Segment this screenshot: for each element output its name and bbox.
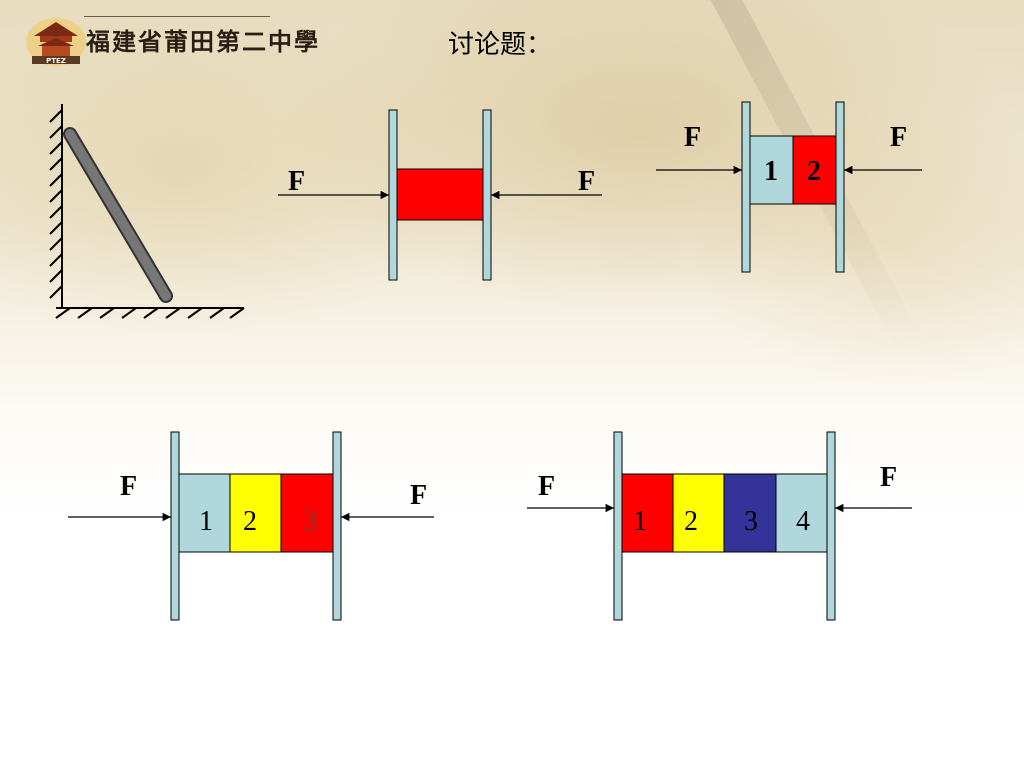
right-plate — [482, 109, 492, 281]
left-plate — [170, 431, 180, 621]
figure-three-blocks: 1 2 3 F F — [68, 431, 434, 621]
leaning-rod — [65, 129, 171, 301]
block-label-3: 3 — [744, 506, 758, 537]
right-plate — [835, 101, 845, 273]
force-label-left: F — [538, 471, 555, 502]
block-label-2: 2 — [807, 156, 821, 187]
force-label-left: F — [684, 122, 701, 153]
left-plate — [388, 109, 398, 281]
block-2 — [792, 135, 837, 205]
block-label-1: 1 — [199, 506, 213, 537]
floor-hatching — [55, 307, 245, 319]
logo-abbrev: PTEZ — [46, 57, 66, 65]
force-label-left: F — [288, 166, 305, 197]
block-4 — [775, 473, 828, 553]
block-2 — [672, 473, 725, 553]
wall-hatching — [49, 109, 63, 299]
block-label-2: 2 — [684, 506, 698, 537]
block-label-1: 1 — [633, 506, 647, 537]
logo-rule — [84, 16, 270, 17]
figure-leaning-rod — [49, 104, 245, 319]
force-label-left: F — [120, 471, 137, 502]
page-title: 讨论题： — [448, 30, 553, 60]
block-3 — [280, 473, 334, 553]
force-label-right: F — [410, 480, 427, 511]
figure-two-blocks: 1 2 F F — [656, 101, 922, 273]
left-plate — [741, 101, 751, 273]
force-label-right: F — [578, 166, 595, 197]
figure-single-block: F F — [278, 109, 602, 281]
right-plate — [332, 431, 342, 621]
block-label-4: 4 — [796, 506, 810, 537]
force-label-right: F — [890, 122, 907, 153]
right-plate — [826, 431, 836, 621]
block-3 — [723, 473, 777, 553]
school-logo: PTEZ — [22, 12, 322, 68]
block-label-1: 1 — [764, 156, 778, 187]
block-label-2: 2 — [243, 506, 257, 537]
left-plate — [613, 431, 623, 621]
pagoda-logo-icon: PTEZ — [26, 18, 86, 66]
block-label-3: 3 — [303, 506, 317, 537]
school-name: 福建省莆田第二中學 — [86, 27, 320, 56]
figure-four-blocks: 1 2 3 4 F F — [527, 431, 912, 621]
force-label-right: F — [880, 462, 897, 493]
block-1 — [621, 473, 674, 553]
red-block — [396, 168, 484, 221]
